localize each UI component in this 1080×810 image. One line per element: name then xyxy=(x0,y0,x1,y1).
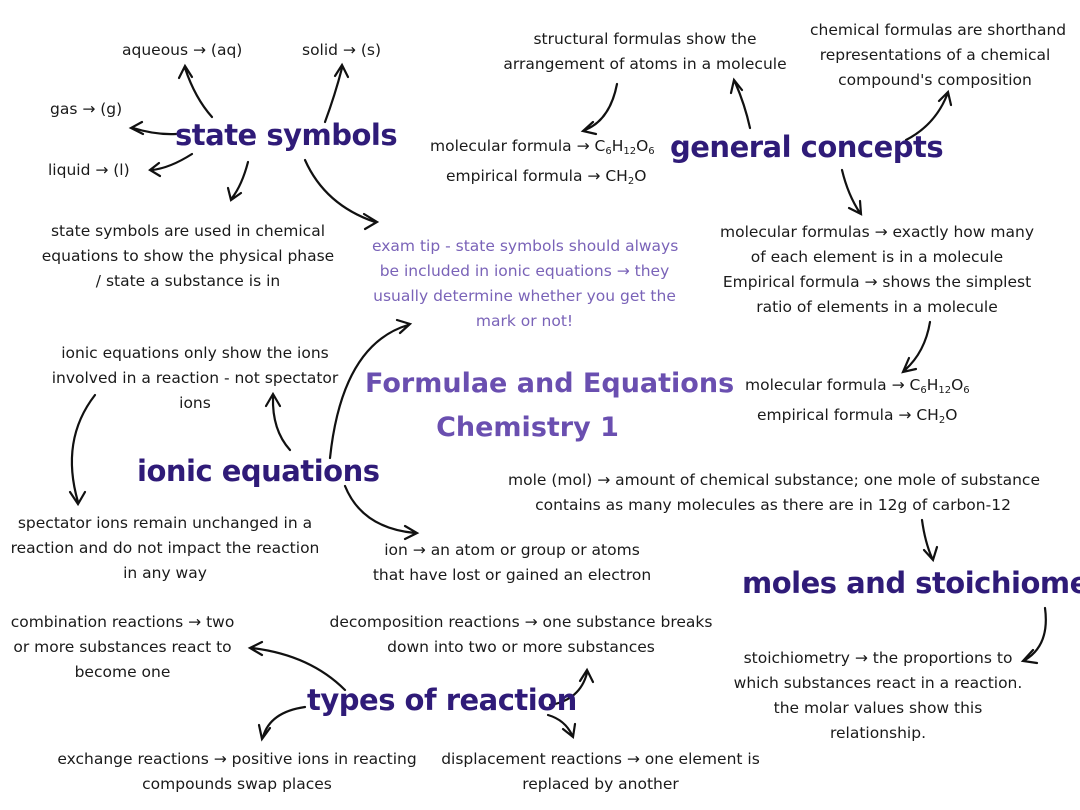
empirical-formula-line: empirical formula → CH2O xyxy=(446,167,647,187)
title-line-1: Formulae and Equations xyxy=(365,368,735,399)
arrow-to-second-example xyxy=(901,320,932,374)
note-formula-example-2: molecular formula → C6H12O6 empirical fo… xyxy=(745,373,970,433)
note-state-definition: state symbols are used in chemical equat… xyxy=(41,222,335,290)
arrow-to-combination xyxy=(247,640,347,692)
note-liquid: liquid → (l) xyxy=(48,161,130,179)
arrow-to-exam-tip-from-ionic xyxy=(328,318,413,460)
heading-general-concepts: general concepts xyxy=(670,130,944,164)
note-solid: solid → (s) xyxy=(302,41,382,59)
note-decomposition-reactions: decomposition reactions → one substance … xyxy=(329,613,713,656)
note-ionic-show-ions: ionic equations only show the ions invol… xyxy=(51,344,339,412)
heading-types-of-reaction: types of reaction xyxy=(307,683,577,717)
arrow-to-molecular-example xyxy=(580,82,619,136)
arrow-to-chemical xyxy=(904,89,953,142)
arrow-to-definition xyxy=(226,160,250,202)
molecular-formula-line: molecular formula → C6H12O6 xyxy=(745,376,970,396)
arrow-to-displacement xyxy=(546,713,577,740)
note-exam-tip: exam tip - state symbols should always b… xyxy=(372,237,679,330)
note-displacement-reactions: displacement reactions → one element is … xyxy=(441,750,760,793)
note-gas: gas → (g) xyxy=(50,100,123,118)
page-title: Formulae and Equations Chemistry 1 xyxy=(365,362,735,450)
title-line-2: Chemistry 1 xyxy=(436,412,619,443)
note-spectator-ions: spectator ions remain unchanged in a rea… xyxy=(10,514,320,582)
arrow-to-decomposition xyxy=(548,667,595,707)
note-aqueous: aqueous → (aq) xyxy=(122,41,243,59)
note-formula-example-1: molecular formula → C6H12O6 empirical fo… xyxy=(430,134,655,194)
arrow-to-ion xyxy=(343,484,420,541)
empirical-formula-line: empirical formula → CH2O xyxy=(757,406,958,426)
heading-state-symbols: state symbols xyxy=(175,118,398,152)
arrow-to-show-ions xyxy=(264,391,292,452)
note-stoichiometry: stoichiometry → the proportions to which… xyxy=(733,649,1023,742)
note-ion-definition: ion → an atom or group or atoms that hav… xyxy=(372,541,652,584)
arrow-to-moles xyxy=(920,518,939,563)
arrow-to-spectator xyxy=(68,393,97,507)
arrow-to-gas xyxy=(128,120,178,136)
arrow-to-exchange xyxy=(257,705,307,742)
heading-moles-stoichiometry: moles and stoichiometry xyxy=(742,566,1080,600)
arrow-to-solid xyxy=(323,62,350,124)
arrow-to-liquid xyxy=(148,152,194,178)
note-exchange-reactions: exchange reactions → positive ions in re… xyxy=(57,750,417,793)
arrow-to-explanation xyxy=(840,168,863,216)
molecular-formula-line: molecular formula → C6H12O6 xyxy=(430,137,655,157)
arrow-to-structural xyxy=(729,77,752,130)
note-chemical-formulas: chemical formulas are shorthand represen… xyxy=(810,21,1067,89)
heading-ionic-equations: ionic equations xyxy=(137,454,380,488)
note-mole-definition: mole (mol) → amount of chemical substanc… xyxy=(508,471,1040,514)
note-structural-formulas: structural formulas show the arrangement… xyxy=(503,30,787,73)
note-combination-reactions: combination reactions → two or more subs… xyxy=(10,613,235,681)
arrow-to-aqueous xyxy=(177,63,214,119)
arrow-to-exam-tip xyxy=(303,158,380,231)
arrow-to-stoichiometry xyxy=(1020,606,1047,665)
note-formula-explanation: molecular formulas → exactly how many of… xyxy=(719,223,1034,316)
